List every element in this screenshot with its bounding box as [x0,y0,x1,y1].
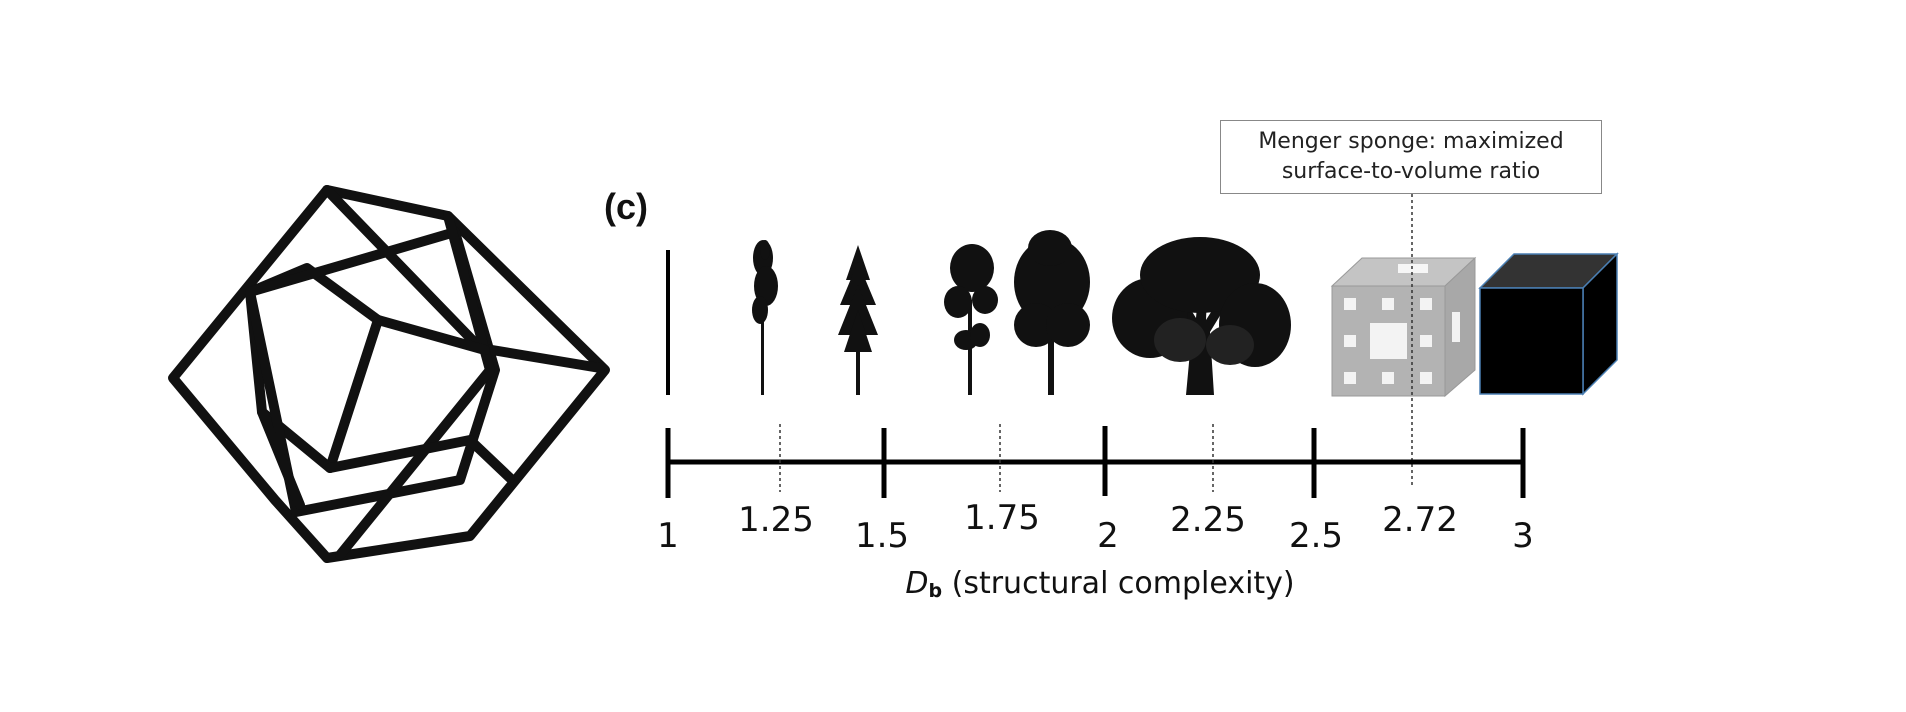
panel-label: (c) [604,186,648,227]
tree-1-icon [752,240,778,395]
tick-label-1-25: 1.25 [738,500,814,540]
axis-title-text: (structural complexity) [942,566,1295,601]
menger-callout-box: Menger sponge: maximized surface-to-volu… [1220,120,1602,194]
tick-label-2-72: 2.72 [1382,500,1458,540]
tick-label-2-25: 2.25 [1170,500,1246,540]
polyhedron-edge-e [257,407,305,510]
solid-cube-icon [1478,252,1619,396]
tree-5-icon [1112,237,1291,395]
major-ticks [665,426,1526,498]
tick-label-1-75: 1.75 [964,498,1040,538]
axis-symbol: D [905,566,929,601]
polyhedron-outer-hull [168,185,610,563]
minor-ticks [779,424,1214,492]
tick-label-1: 1 [657,516,679,556]
menger-sponge-icon [1330,256,1477,398]
axis-symbol-subscript: b [928,580,943,602]
polyhedron-inner-face-a [245,263,383,473]
tree-3-icon [944,244,998,395]
polyhedron-edge-d [373,315,490,355]
tick-label-3: 3 [1512,516,1534,556]
axis-title: Db (structural complexity) [905,566,1294,602]
callout-line-2: surface-to-volume ratio [1281,159,1541,184]
tick-label-2: 2 [1097,516,1119,556]
callout-line-1: Menger sponge: maximized [1258,129,1564,154]
polyhedron-edge-c [325,435,515,483]
tree-4-icon [1014,230,1090,395]
tick-label-1-5: 1.5 [854,516,910,556]
polyhedron-edge-b [335,211,495,560]
tick-label-2-5: 2.5 [1288,516,1344,556]
tree-2-icon [838,245,878,395]
